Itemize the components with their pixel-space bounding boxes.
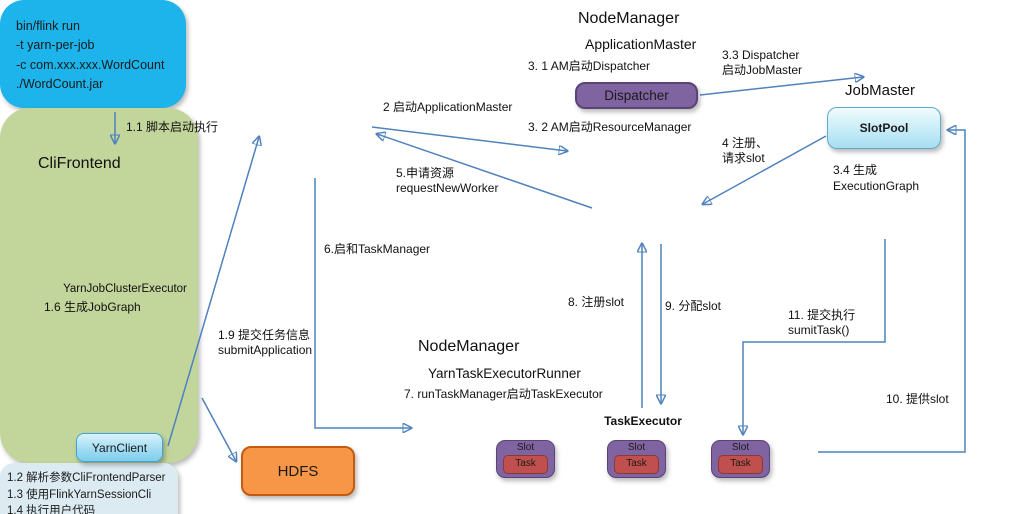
arrow-upload-hdfs xyxy=(201,397,236,461)
label-1-9: 1.9 提交任务信息 submitApplication xyxy=(218,328,313,357)
task-box-1: Task xyxy=(503,455,548,474)
label-9: 9. 分配slot xyxy=(665,299,722,313)
cli-steps-panel: 1.2 解析参数CliFrontendParser 1.3 使用FlinkYar… xyxy=(0,463,178,514)
label-3-3: 3.3 Dispatcher 启动JobMaster xyxy=(722,48,803,77)
hdfs-box: HDFS xyxy=(241,446,355,496)
slot-box-3: Slot Task xyxy=(711,440,770,478)
slot-label: Slot xyxy=(627,442,646,453)
label-3-1: 3. 1 AM启动Dispatcher xyxy=(528,59,651,73)
label-11: 11. 提交执行 sumitTask() xyxy=(788,308,856,337)
jobgraph-step-label: 1.6 生成JobGraph xyxy=(44,300,141,314)
label-1-1: 1.1 脚本启动执行 xyxy=(126,120,219,134)
cli-step: 1.2 解析参数CliFrontendParser xyxy=(7,472,166,484)
dispatcher-box: Dispatcher xyxy=(575,82,698,109)
slotpool-box: SlotPool xyxy=(827,107,941,149)
application-master-title: ApplicationMaster xyxy=(585,36,697,52)
label-8: 8. 注册slot xyxy=(568,295,625,309)
label-5: 5.申请资源 requestNewWorker xyxy=(396,166,499,195)
task-executor-title: TaskExecutor xyxy=(604,414,682,428)
label-2: 2 启动ApplicationMaster xyxy=(383,100,513,114)
jobmaster-title: JobMaster xyxy=(844,82,916,99)
task-box-3: Task xyxy=(718,455,763,474)
yarn-client-box: YarnClient xyxy=(76,433,163,462)
yarn-task-executor-runner-title: YarnTaskExecutorRunner xyxy=(428,366,581,381)
arrow-start-task-manager xyxy=(314,178,411,428)
label-4: 4 注册、 请求slot xyxy=(722,136,769,165)
label-3-2: 3. 2 AM启动ResourceManager xyxy=(528,120,692,134)
cmd-line: -c com.xxx.xxx.WordCount xyxy=(16,57,165,72)
slot-box-2: Slot Task xyxy=(607,440,666,478)
cli-frontend-box xyxy=(0,108,198,463)
cmd-line: ./WordCount.jar xyxy=(16,77,104,92)
slot-box-1: Slot Task xyxy=(496,440,555,478)
cli-step: 1.4 执行用户代码 xyxy=(7,505,96,514)
execution-graph-label: 3.4 生成 ExecutionGraph xyxy=(833,163,920,194)
label-10: 10. 提供slot xyxy=(886,392,949,406)
cli-frontend-title: CliFrontend xyxy=(38,155,121,172)
slot-label: Slot xyxy=(516,442,535,453)
task-box-2: Task xyxy=(614,455,659,474)
cmd-line: bin/flink run xyxy=(16,19,80,33)
nodemanager-bottom-title: NodeManager xyxy=(418,338,520,355)
nodemanager-top-title: NodeManager xyxy=(578,10,680,27)
flink-run-command-box: bin/flink run -t yarn-per-job -c com.xxx… xyxy=(0,0,186,108)
cli-step: 1.3 使用FlinkYarnSessionCli xyxy=(7,488,152,501)
label-7: 7. runTaskManager启动TaskExecutor xyxy=(404,387,603,401)
label-6: 6.启和TaskManager xyxy=(324,242,431,256)
slot-label: Slot xyxy=(731,442,750,453)
yarn-job-cluster-executor-title: YarnJobClusterExecutor xyxy=(63,283,187,295)
cmd-line: -t yarn-per-job xyxy=(16,38,95,53)
